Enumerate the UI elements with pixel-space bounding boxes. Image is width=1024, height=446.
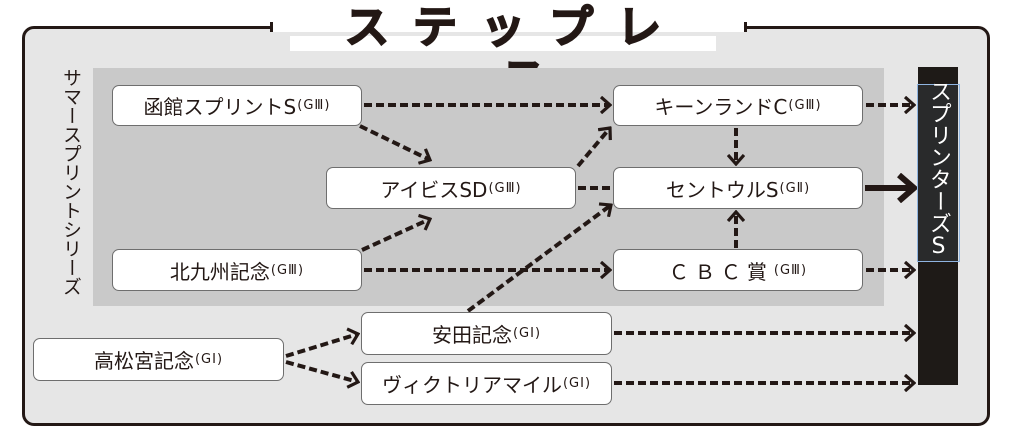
title-right-tick: [744, 22, 747, 32]
race-grade: (GⅢ): [788, 98, 822, 113]
race-grade: (GⅢ): [270, 262, 305, 278]
race-name: 北九州記念: [169, 259, 270, 284]
title-gap: [272, 22, 746, 32]
race-name: キーンランドC: [654, 95, 788, 119]
race-box-kitakyushu-kinen: 北九州記念(GⅢ): [112, 249, 362, 291]
race-name: 函館スプリントS: [143, 95, 297, 119]
race-grade: (GⅠ): [562, 376, 592, 391]
race-name: アイビスSD: [380, 177, 488, 202]
series-label: サマースプリントシリーズ: [60, 68, 82, 296]
target-label-selection: [917, 84, 960, 262]
race-box-keeneland-cup: キーンランドC(GⅢ): [613, 85, 863, 126]
race-name: 安田記念: [431, 323, 512, 347]
race-grade: (GⅡ): [779, 180, 811, 196]
race-grade: (GⅠ): [512, 326, 542, 341]
race-grade: (GⅠ): [194, 352, 224, 367]
title-band: [290, 36, 716, 51]
race-name: セントウルS: [665, 177, 779, 202]
race-grade: (GⅢ): [488, 180, 522, 196]
race-box-takamatsunomiya-kinen: 高松宮記念(GⅠ): [33, 338, 284, 381]
race-box-yasuda-kinen: 安田記念(GⅠ): [361, 312, 612, 355]
race-name: ＣＢＣ賞: [668, 259, 773, 284]
race-box-ibis-summer-dash: アイビスSD(GⅢ): [326, 167, 576, 209]
race-box-victoria-mile: ヴィクトリアマイル(GⅠ): [361, 362, 612, 405]
target-race-bar: [918, 67, 958, 385]
race-box-hakodate-sprint-stakes: 函館スプリントS(GⅢ): [112, 85, 362, 126]
race-box-centaur-stakes: セントウルS(GⅡ): [613, 167, 863, 209]
title-left-tick: [270, 22, 273, 32]
target-race-label: スプリンターズS: [926, 80, 951, 259]
race-box-cbc-sho: ＣＢＣ賞(GⅢ): [613, 249, 863, 291]
race-grade: (GⅢ): [297, 98, 331, 113]
race-name: 高松宮記念: [93, 349, 194, 373]
race-name: ヴィクトリアマイル: [381, 373, 562, 397]
race-grade: (GⅢ): [773, 262, 808, 278]
diagram-title: ステップレース: [344, 1, 685, 106]
